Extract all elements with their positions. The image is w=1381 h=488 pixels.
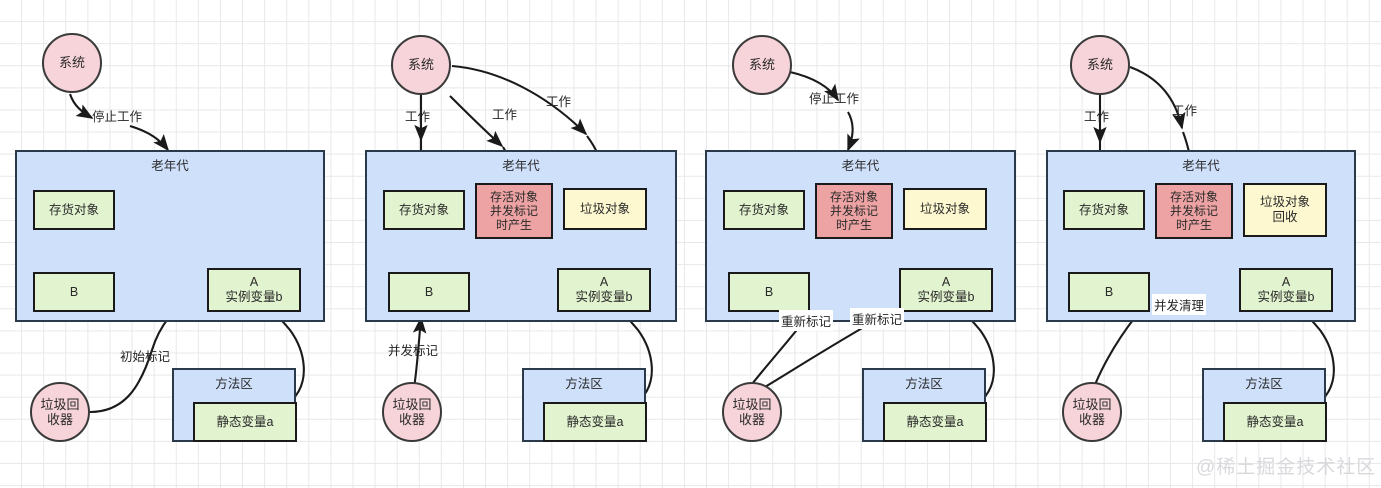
edge-label-work-2-p2: 工作 bbox=[492, 108, 518, 122]
edge-label-work-1-p4: 工作 bbox=[1084, 110, 1110, 124]
method-area-title: 方法区 bbox=[1245, 377, 1283, 391]
edge-label-work-1-p2: 工作 bbox=[405, 110, 431, 124]
object-b-box-p2[interactable]: B bbox=[388, 272, 470, 312]
watermark-text: @稀土掘金技术社区 bbox=[1196, 457, 1377, 478]
survivor-object-box-p3[interactable]: 存活对象 并发标记 时产生 bbox=[815, 183, 893, 239]
edge-label-concurrent-mark-p2: 并发标记 bbox=[388, 344, 439, 358]
object-b-box-p4[interactable]: B bbox=[1068, 272, 1150, 312]
garbage-collector-circle-p3[interactable]: 垃圾回 收器 bbox=[722, 382, 782, 442]
survivor-label-line2: 并发标记 bbox=[1169, 203, 1218, 218]
gc-label-line1: 垃圾回 bbox=[732, 396, 772, 412]
object-b-label: B bbox=[424, 284, 434, 299]
live-object-box-p3[interactable]: 存货对象 bbox=[723, 190, 805, 230]
edge-label-work-3-p2: 工作 bbox=[546, 95, 572, 109]
gc-label-line1: 垃圾回 bbox=[1072, 396, 1112, 412]
gc-label-line2: 收器 bbox=[46, 412, 73, 427]
system-circle-p3[interactable]: 系统 bbox=[732, 35, 792, 95]
edge-label-work-2-p4: 工作 bbox=[1172, 104, 1198, 118]
old-generation-title: 老年代 bbox=[151, 159, 189, 173]
garbage-object-recycled-line2: 回收 bbox=[1272, 210, 1298, 224]
garbage-object-recycled-line1: 垃圾对象 bbox=[1259, 195, 1310, 210]
static-var-a-label: 静态变量a bbox=[566, 414, 624, 429]
garbage-collector-circle-p1[interactable]: 垃圾回 收器 bbox=[30, 382, 90, 442]
live-object-label: 存货对象 bbox=[398, 202, 449, 217]
garbage-object-box-p2[interactable]: 垃圾对象 bbox=[563, 188, 647, 230]
system-circle-p4[interactable]: 系统 bbox=[1070, 35, 1130, 95]
static-var-a-label: 静态变量a bbox=[906, 414, 964, 429]
system-circle-p1[interactable]: 系统 bbox=[42, 33, 102, 93]
survivor-label-line1: 存活对象 bbox=[489, 189, 538, 204]
gc-label-line2: 收器 bbox=[1078, 412, 1105, 427]
survivor-label-line1: 存活对象 bbox=[1169, 189, 1218, 204]
edge-label-concurrent-sweep-p4: 并发清理 bbox=[1152, 294, 1207, 315]
live-object-label: 存货对象 bbox=[48, 202, 99, 217]
gc-label-line2: 收器 bbox=[738, 412, 765, 427]
object-a-instance-var: 实例变量b bbox=[575, 290, 633, 304]
garbage-object-label: 垃圾对象 bbox=[919, 201, 970, 216]
garbage-object-recycled-box-p4[interactable]: 垃圾对象 回收 bbox=[1243, 183, 1327, 237]
object-a-box-p2[interactable]: A 实例变量b bbox=[557, 268, 651, 312]
system-label: 系统 bbox=[407, 57, 434, 73]
object-a-title: A bbox=[249, 275, 259, 290]
live-object-box-p4[interactable]: 存货对象 bbox=[1063, 190, 1145, 230]
live-object-label: 存货对象 bbox=[738, 202, 789, 217]
static-var-a-box-p3[interactable]: 静态变量a bbox=[883, 402, 987, 442]
edge-label-remark-1-p3: 重新标记 bbox=[779, 310, 834, 331]
method-area-title: 方法区 bbox=[215, 377, 253, 391]
edge-label-stop-work-p1: 停止工作 bbox=[92, 110, 143, 124]
survivor-label-line2: 并发标记 bbox=[829, 203, 878, 218]
object-a-box-p1[interactable]: A 实例变量b bbox=[207, 268, 301, 312]
survivor-object-box-p2[interactable]: 存活对象 并发标记 时产生 bbox=[475, 183, 553, 239]
garbage-object-box-p3[interactable]: 垃圾对象 bbox=[903, 188, 987, 230]
live-object-box-p1[interactable]: 存货对象 bbox=[33, 190, 115, 230]
static-var-a-box-p1[interactable]: 静态变量a bbox=[193, 402, 297, 442]
object-a-instance-var: 实例变量b bbox=[1257, 290, 1315, 304]
survivor-label-line3: 时产生 bbox=[495, 218, 532, 233]
system-label: 系统 bbox=[748, 57, 775, 73]
object-a-title: A bbox=[1281, 275, 1291, 290]
method-area-title: 方法区 bbox=[905, 377, 943, 391]
static-var-a-label: 静态变量a bbox=[216, 414, 274, 429]
gc-label-line1: 垃圾回 bbox=[40, 396, 80, 412]
old-generation-title: 老年代 bbox=[1182, 159, 1220, 173]
survivor-label-line3: 时产生 bbox=[1175, 218, 1212, 233]
garbage-object-label: 垃圾对象 bbox=[579, 201, 630, 216]
old-generation-title: 老年代 bbox=[502, 159, 540, 173]
object-a-instance-var: 实例变量b bbox=[225, 290, 283, 304]
method-area-title: 方法区 bbox=[565, 377, 603, 391]
live-object-label: 存货对象 bbox=[1078, 202, 1129, 217]
survivor-label-line2: 并发标记 bbox=[489, 203, 538, 218]
object-a-box-p3[interactable]: A 实例变量b bbox=[899, 268, 993, 312]
system-label: 系统 bbox=[1086, 57, 1113, 73]
old-generation-title: 老年代 bbox=[841, 159, 880, 173]
static-var-a-label: 静态变量a bbox=[1246, 414, 1304, 429]
object-a-box-p4[interactable]: A 实例变量b bbox=[1239, 268, 1333, 312]
system-circle-p2[interactable]: 系统 bbox=[391, 35, 451, 95]
object-a-title: A bbox=[599, 275, 609, 290]
static-var-a-box-p4[interactable]: 静态变量a bbox=[1223, 402, 1327, 442]
live-object-box-p2[interactable]: 存货对象 bbox=[383, 190, 465, 230]
survivor-label-line3: 时产生 bbox=[835, 218, 872, 233]
gc-label-line1: 垃圾回 bbox=[392, 396, 432, 412]
edge-label-initial-mark-p1: 初始标记 bbox=[120, 350, 171, 364]
gc-label-line2: 收器 bbox=[398, 412, 425, 427]
system-label: 系统 bbox=[58, 55, 85, 71]
survivor-label-line1: 存活对象 bbox=[829, 189, 878, 204]
garbage-collector-circle-p4[interactable]: 垃圾回 收器 bbox=[1062, 382, 1122, 442]
object-b-label: B bbox=[1104, 284, 1114, 299]
survivor-object-box-p4[interactable]: 存活对象 并发标记 时产生 bbox=[1155, 183, 1233, 239]
object-b-label: B bbox=[69, 284, 79, 299]
object-b-box-p3[interactable]: B bbox=[728, 272, 810, 312]
garbage-collector-circle-p2[interactable]: 垃圾回 收器 bbox=[382, 382, 442, 442]
object-a-instance-var: 实例变量b bbox=[917, 290, 975, 304]
static-var-a-box-p2[interactable]: 静态变量a bbox=[543, 402, 647, 442]
object-b-label: B bbox=[764, 284, 774, 299]
edge-label-remark-2-p3: 重新标记 bbox=[850, 308, 905, 329]
object-a-title: A bbox=[941, 275, 951, 290]
object-b-box-p1[interactable]: B bbox=[33, 272, 115, 312]
edge-label-stop-work-p3: 停止工作 bbox=[809, 92, 860, 106]
